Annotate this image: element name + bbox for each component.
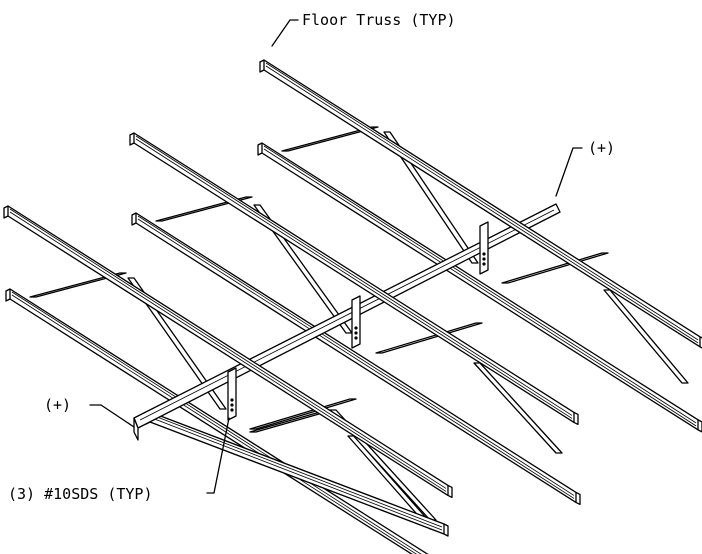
cross-beam-member: [133, 203, 561, 441]
cross-beam: [133, 203, 561, 441]
leader-plus-right: [555, 147, 583, 197]
truss-rear-top-chord: [259, 59, 702, 349]
blocking-post-1: [227, 367, 237, 421]
screw-3-3: [482, 262, 486, 266]
truss-front-bottom-chord: [145, 411, 449, 537]
blocking-post-3: [479, 221, 489, 275]
screw-2-3: [354, 336, 358, 340]
screw-3-2: [482, 257, 486, 261]
screw-3-1: [482, 252, 486, 256]
leader-plus-left: [89, 404, 135, 428]
top-chords: [3, 59, 702, 499]
truss-mid-front-web-2: [127, 277, 227, 410]
leader-floor-truss: [271, 19, 299, 47]
floor-truss-label: Floor Truss (TYP): [302, 11, 456, 29]
label-leaders: [89, 19, 583, 494]
truss-rear-web-2: [383, 131, 479, 264]
screws-label: (3) #10SDS (TYP): [8, 485, 153, 503]
blocking-post-2: [351, 295, 361, 349]
screw-2-2: [354, 331, 358, 335]
screw-1-3: [230, 408, 234, 412]
truss-rear-bottom-chord: [257, 142, 702, 433]
screw-1-1: [230, 398, 234, 402]
plus-right-label: (+): [588, 139, 615, 157]
truss-mid-front-top-chord: [3, 205, 453, 499]
truss-rear-webs: [281, 126, 689, 384]
truss-mid-rear-web-4: [473, 362, 563, 454]
leader-screws: [206, 417, 230, 494]
truss-front-web-1: [249, 411, 327, 433]
truss-mid-front-bottom-chord: [5, 288, 429, 554]
truss-rear-web-1: [281, 126, 379, 152]
screw-2-1: [354, 326, 358, 330]
truss-rear-web-4: [603, 289, 689, 384]
truss-mid-rear-top-chord: [129, 132, 579, 426]
truss-mid-front-web-1: [29, 272, 127, 298]
plus-left-label: (+): [44, 396, 71, 414]
truss-mid-rear-bottom-chord: [131, 212, 581, 506]
screw-1-2: [230, 403, 234, 407]
